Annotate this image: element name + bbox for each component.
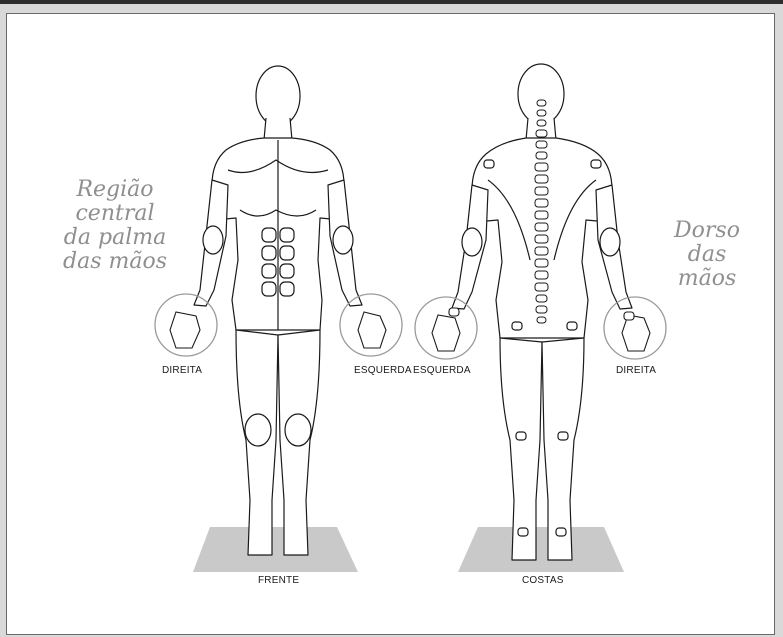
label-back-left-hand: ESQUERDA [413,365,471,376]
front-left-hand [358,312,386,348]
right-caption-line: das [662,243,752,267]
front-right-hand [170,312,200,348]
left-caption: Região central da palma das mãos [56,178,174,274]
label-front-view: FRENTE [258,575,299,586]
right-caption: Dorso das mãos [662,219,752,291]
left-caption-line: da palma [56,226,174,250]
label-front-left-hand: ESQUERDA [354,365,412,376]
front-floor-shadow [193,527,358,572]
left-caption-line: central [56,202,174,226]
left-caption-line: das mãos [56,250,174,274]
front-body-figure [194,66,362,555]
hand-circles [155,294,666,359]
right-caption-line: mãos [662,267,752,291]
label-back-view: COSTAS [522,575,564,586]
back-floor-shadow [458,527,624,572]
spine-vertebrae [535,100,548,323]
left-caption-line: Região [56,178,174,202]
label-back-right-hand: DIREITA [616,365,656,376]
back-left-hand [432,315,460,351]
right-caption-line: Dorso [662,219,752,243]
label-front-right-hand: DIREITA [162,365,202,376]
